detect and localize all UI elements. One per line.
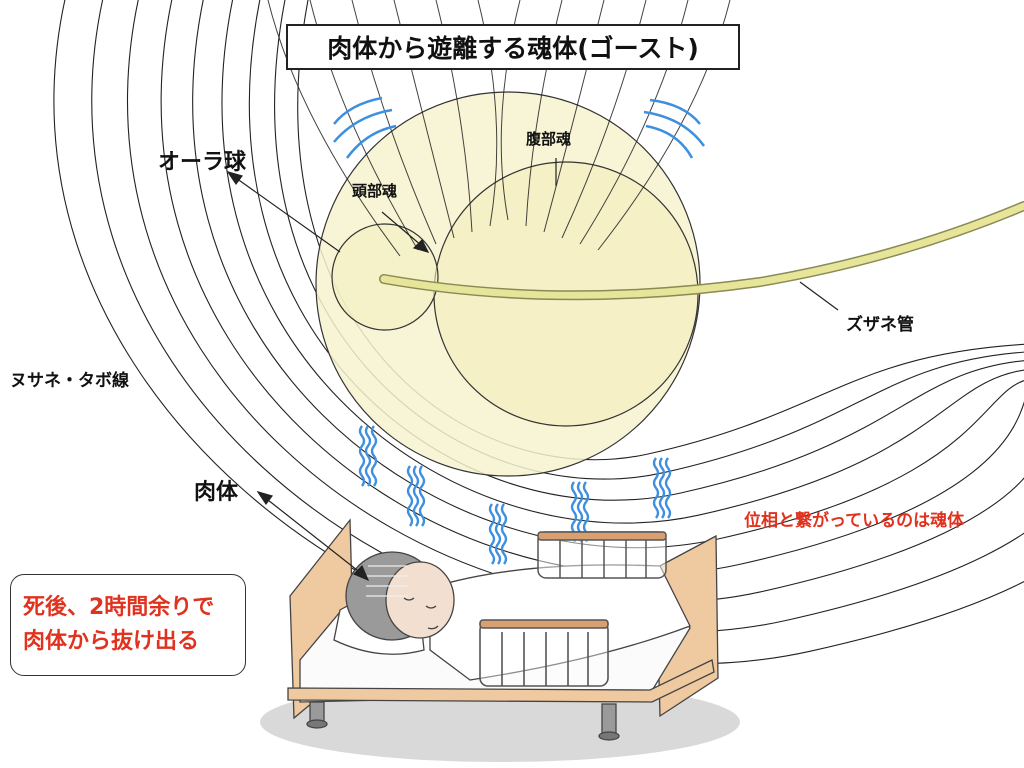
field-line — [267, 0, 401, 257]
sparkle-icon — [333, 96, 706, 159]
heat-wave — [370, 425, 378, 487]
field-line — [274, 0, 1024, 480]
heat-wave — [664, 457, 672, 519]
heat-wave — [658, 457, 666, 519]
abdomen-soul-label: 腹部魂 — [526, 130, 572, 148]
heat-wave — [358, 425, 366, 487]
heat-wave — [500, 503, 508, 565]
phase-note: 位相と繋がっているのは魂体 — [744, 511, 965, 531]
heat-wave — [494, 503, 502, 565]
heat-wave — [488, 503, 496, 565]
aura-label: オーラ球 — [158, 150, 247, 175]
heat-wave — [412, 465, 420, 527]
bed — [287, 518, 719, 741]
nusane-label: ヌサネ・タボ線 — [10, 371, 129, 391]
zuzane-tube-inner — [380, 202, 1024, 299]
body-label: 肉体 — [194, 480, 239, 505]
patient-head — [345, 551, 455, 641]
heat-wave — [364, 425, 372, 487]
note-line-2: 肉体から抜け出る — [23, 629, 200, 654]
diagram-title: 肉体から遊離する魂体(ゴースト) — [286, 24, 740, 70]
field-line — [248, 0, 1024, 501]
heat-wave — [406, 465, 414, 527]
note-line-1: 死後、2時間余りで — [23, 595, 215, 620]
field-line — [221, 0, 1024, 524]
back-rail — [537, 531, 667, 579]
zuzane-label: ズザネ管 — [846, 315, 914, 335]
front-rail — [479, 619, 609, 687]
note-box: 死後、2時間余りで 肉体から抜け出る — [10, 574, 246, 676]
arrow-icon — [226, 158, 839, 582]
heat-wave — [418, 465, 426, 527]
field-line — [297, 0, 1024, 461]
head-soul-label: 頭部魂 — [352, 182, 398, 200]
heat-wave — [652, 457, 660, 519]
